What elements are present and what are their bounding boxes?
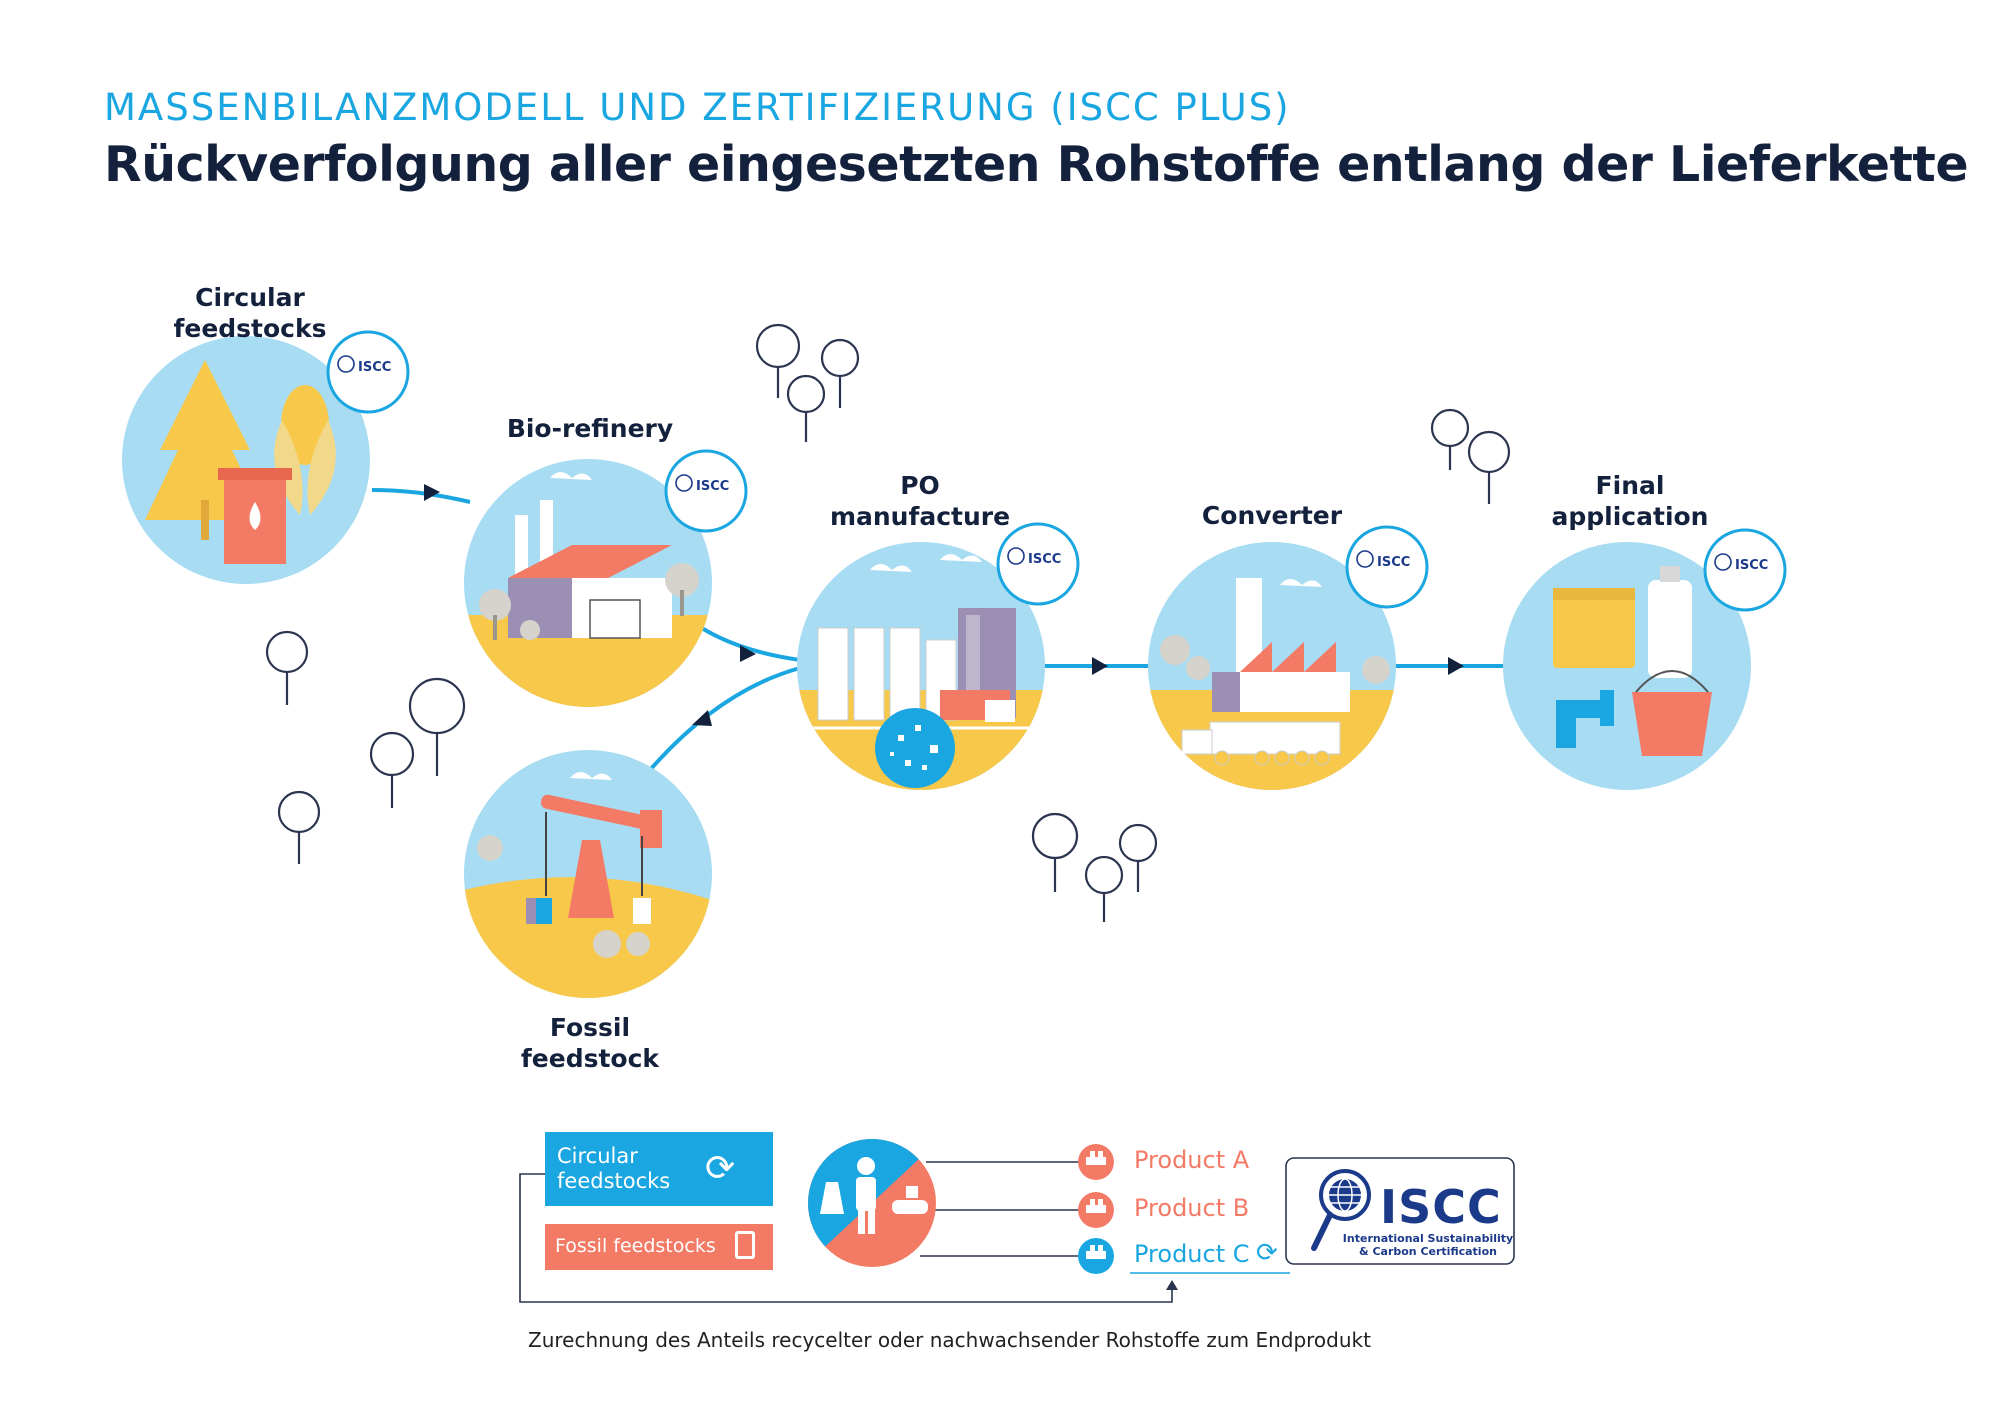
iscc-badge-globes [337, 355, 1732, 571]
circular-feedstocks-illustration [122, 336, 370, 584]
po-manufacture-illustration [797, 542, 1045, 790]
legend-fossil-label: Fossil feedstocks [555, 1235, 716, 1257]
stage-label-converter: Converter [1201, 501, 1343, 530]
iscc-badge-text-4: ISCC [1377, 555, 1411, 570]
product-icons [1078, 1144, 1114, 1274]
legend-arrowhead [1166, 1280, 1178, 1290]
iscc-badge-po [996, 522, 1080, 606]
iscc-badge-text-1: ISCC [358, 360, 392, 375]
iscc-badge-final [1703, 528, 1787, 612]
connector-fossil-to-po [648, 666, 801, 772]
iscc-badge-text-2: ISCC [696, 479, 730, 494]
legend-circular-feedstocks-box: Circular feedstocks ⟳ [545, 1132, 773, 1206]
legend-lines [519, 1161, 1290, 1303]
product-c-label: Product C [1134, 1240, 1250, 1268]
iscc-logo-subtitle: International Sustainability & Carbon Ce… [1342, 1232, 1514, 1258]
stage-label-po-manufacture: PO manufacture [829, 471, 1011, 531]
footnote: Zurechnung des Anteils recycelter oder n… [528, 1328, 1371, 1352]
mass-balance-circle [808, 1139, 936, 1267]
connector-circular-to-biorefinery [371, 488, 471, 504]
final-application-illustration [1503, 542, 1751, 790]
flow-arrowheads [424, 484, 1464, 726]
fossil-feedstock-illustration [464, 750, 712, 998]
flow-connectors [371, 488, 1503, 772]
iscc-badges [326, 330, 1787, 612]
stage-label-biorefinery: Bio-refinery [506, 414, 674, 443]
stage-label-circular-feedstocks: Circular feedstocks [173, 283, 327, 343]
fuel-pump-icon [735, 1231, 755, 1259]
iscc-badge-text-3: ISCC [1028, 552, 1062, 567]
product-a-label: Product A [1134, 1146, 1250, 1174]
iscc-logo-name: ISCC [1380, 1180, 1502, 1234]
iscc-badge-biorefinery [664, 449, 748, 533]
product-c-recycle-icon: ⟳ [1256, 1238, 1278, 1268]
legend-circular-label: Circular feedstocks [557, 1144, 671, 1193]
iscc-badge-text-5: ISCC [1735, 558, 1769, 573]
stage-label-final-application: Final application [1551, 471, 1709, 531]
legend-fossil-feedstocks-box: Fossil feedstocks [545, 1224, 773, 1270]
stage-label-fossil-feedstock: Fossil feedstock [520, 1013, 660, 1073]
page-subtitle: MASSENBILANZMODELL UND ZERTIFIZIERUNG (I… [104, 86, 1291, 129]
iscc-badge-circular [326, 330, 410, 414]
page-title: Rückverfolgung aller eingesetzten Rohsto… [104, 136, 1969, 193]
iscc-badge-converter [1345, 525, 1429, 609]
decorative-trees [265, 323, 1511, 922]
recycle-icon: ⟳ [705, 1148, 736, 1189]
product-b-label: Product B [1134, 1194, 1250, 1222]
magnifier-globe-icon [1311, 1169, 1371, 1251]
